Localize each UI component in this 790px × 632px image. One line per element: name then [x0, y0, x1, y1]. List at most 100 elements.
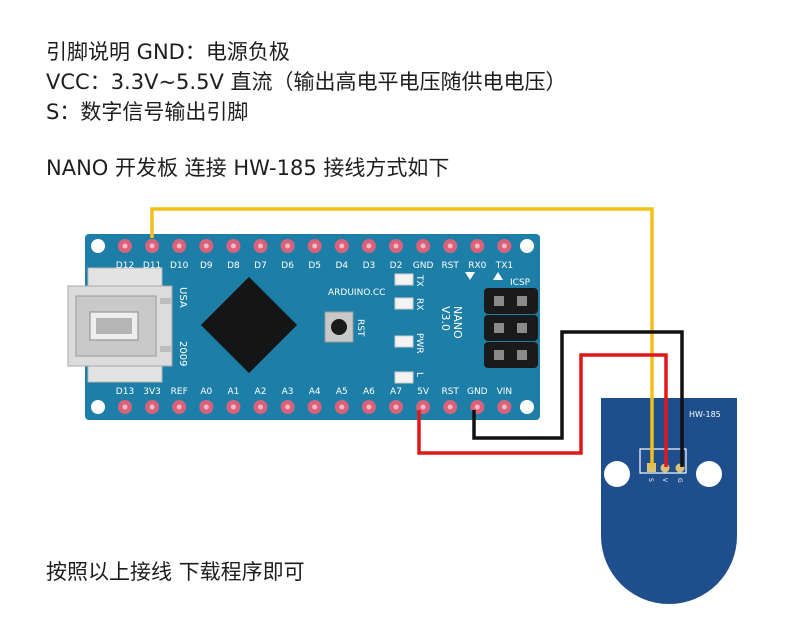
hw185-sensor-module: HW-185 S V G — [601, 398, 737, 604]
pin-label-gnd: GND — [467, 387, 488, 397]
pin-label-3v3: 3V3 — [143, 387, 161, 397]
pin-label-d12: D12 — [116, 261, 134, 271]
pin-label-a6: A6 — [363, 387, 375, 397]
pin-label-a2: A2 — [255, 387, 267, 397]
brand-text: ARDUINO.CC — [328, 288, 385, 298]
pin-label-5v: 5V — [417, 387, 430, 397]
pin-hole — [285, 404, 291, 410]
led-tx — [394, 273, 414, 286]
pin-label-a1: A1 — [227, 387, 239, 397]
pin-hole — [230, 243, 236, 249]
pin-hole — [149, 243, 155, 249]
pin-label-rst: RST — [441, 261, 459, 271]
pin-hole — [203, 404, 209, 410]
pin-hole — [312, 404, 318, 410]
nano-board: RST TX RX PWR L ARDUINO.CC NANO V3.0 USA… — [67, 234, 540, 420]
mount-hole — [91, 239, 105, 253]
pin-label-a3: A3 — [282, 387, 294, 397]
pin-hole — [122, 243, 128, 249]
rst-button-label: RST — [355, 319, 365, 337]
pin-hole — [447, 404, 453, 410]
microcontroller-chip — [200, 276, 298, 374]
signal-wire — [150, 207, 654, 467]
pin-label-a7: A7 — [390, 387, 402, 397]
pin-label-d9: D9 — [200, 261, 213, 271]
pin-hole — [393, 243, 399, 249]
pin-hole — [366, 243, 372, 249]
sensor-pin-label-v: V — [661, 478, 668, 483]
pin-hole — [420, 243, 426, 249]
pin-hole — [203, 243, 209, 249]
pin-label-a5: A5 — [336, 387, 348, 397]
pin-label-ref: REF — [171, 387, 188, 397]
power-wire — [417, 353, 668, 467]
pin-hole — [420, 404, 426, 410]
pin-hole — [122, 404, 128, 410]
usa-text: USA — [177, 287, 188, 308]
mount-hole — [520, 400, 534, 414]
icsp-header — [484, 288, 538, 368]
nano-pcb — [85, 234, 540, 420]
model-text: NANO — [451, 306, 464, 339]
sensor-header-outline — [639, 448, 687, 474]
wiring-heading: NANO 开发板 连接 HW-185 接线方式如下 — [46, 156, 450, 180]
pin-hole — [230, 404, 236, 410]
version-text: V3.0 — [439, 306, 452, 331]
sensor-pin-s — [647, 463, 656, 472]
led-label-tx: TX — [414, 274, 424, 287]
pin-label-rst: RST — [441, 387, 459, 397]
tx-marker-icon — [493, 272, 503, 280]
rx-marker-icon — [465, 272, 475, 280]
usb-connector — [67, 267, 173, 383]
sensor-name: HW-185 — [689, 410, 721, 419]
led-label-pwr: PWR — [414, 333, 424, 354]
pin-hole — [474, 243, 480, 249]
pin-label-d5: D5 — [308, 261, 321, 271]
led-pwr — [394, 335, 414, 348]
pin-hole — [447, 243, 453, 249]
sensor-pin-label-g: G — [676, 478, 683, 483]
pin-hole — [339, 243, 345, 249]
icsp-label: ICSP — [510, 278, 531, 288]
pin-label-a0: A0 — [200, 387, 212, 397]
pin-hole — [501, 404, 507, 410]
reset-button — [324, 311, 354, 343]
pin-label-d11: D11 — [143, 261, 161, 271]
pin-hole — [176, 243, 182, 249]
pin-hole — [258, 404, 263, 410]
pin-label-d4: D4 — [335, 261, 348, 271]
sensor-pin-label-s: S — [647, 478, 654, 482]
pin-hole — [474, 404, 480, 410]
pin-desc-line-3: S：数字信号输出引脚 — [46, 100, 249, 124]
pin-hole — [149, 404, 155, 410]
led-l — [394, 371, 414, 384]
pin-desc-line-1: 引脚说明 GND：电源负极 — [46, 40, 290, 64]
led-rx — [394, 297, 414, 310]
led-label-rx: RX — [414, 298, 424, 310]
pin-hole — [339, 404, 345, 410]
pin-label-d13: D13 — [116, 387, 134, 397]
sensor-mount-hole — [604, 461, 630, 487]
pin-label-d2: D2 — [390, 261, 403, 271]
sensor-pcb — [601, 398, 737, 604]
pin-label-rx0: RX0 — [468, 261, 486, 271]
pin-label-d3: D3 — [363, 261, 376, 271]
pin-label-tx1: TX1 — [495, 261, 513, 271]
pin-label-gnd: GND — [413, 261, 434, 271]
ground-wire — [472, 330, 684, 467]
pin-hole — [366, 404, 372, 410]
pin-label-d6: D6 — [281, 261, 294, 271]
pin-hole — [312, 243, 318, 249]
sensor-mount-hole — [696, 461, 722, 487]
footer-instruction: 按照以上接线 下载程序即可 — [46, 560, 305, 584]
year-text: 2009 — [177, 341, 188, 366]
pin-label-vin: VIN — [497, 387, 513, 397]
pin-hole — [258, 243, 263, 249]
led-label-l: L — [414, 372, 424, 377]
mount-hole — [520, 239, 534, 253]
pin-desc-line-2: VCC：3.3V~5.5V 直流（输出高电平电压随供电电压） — [46, 70, 567, 94]
pin-hole — [501, 243, 507, 249]
